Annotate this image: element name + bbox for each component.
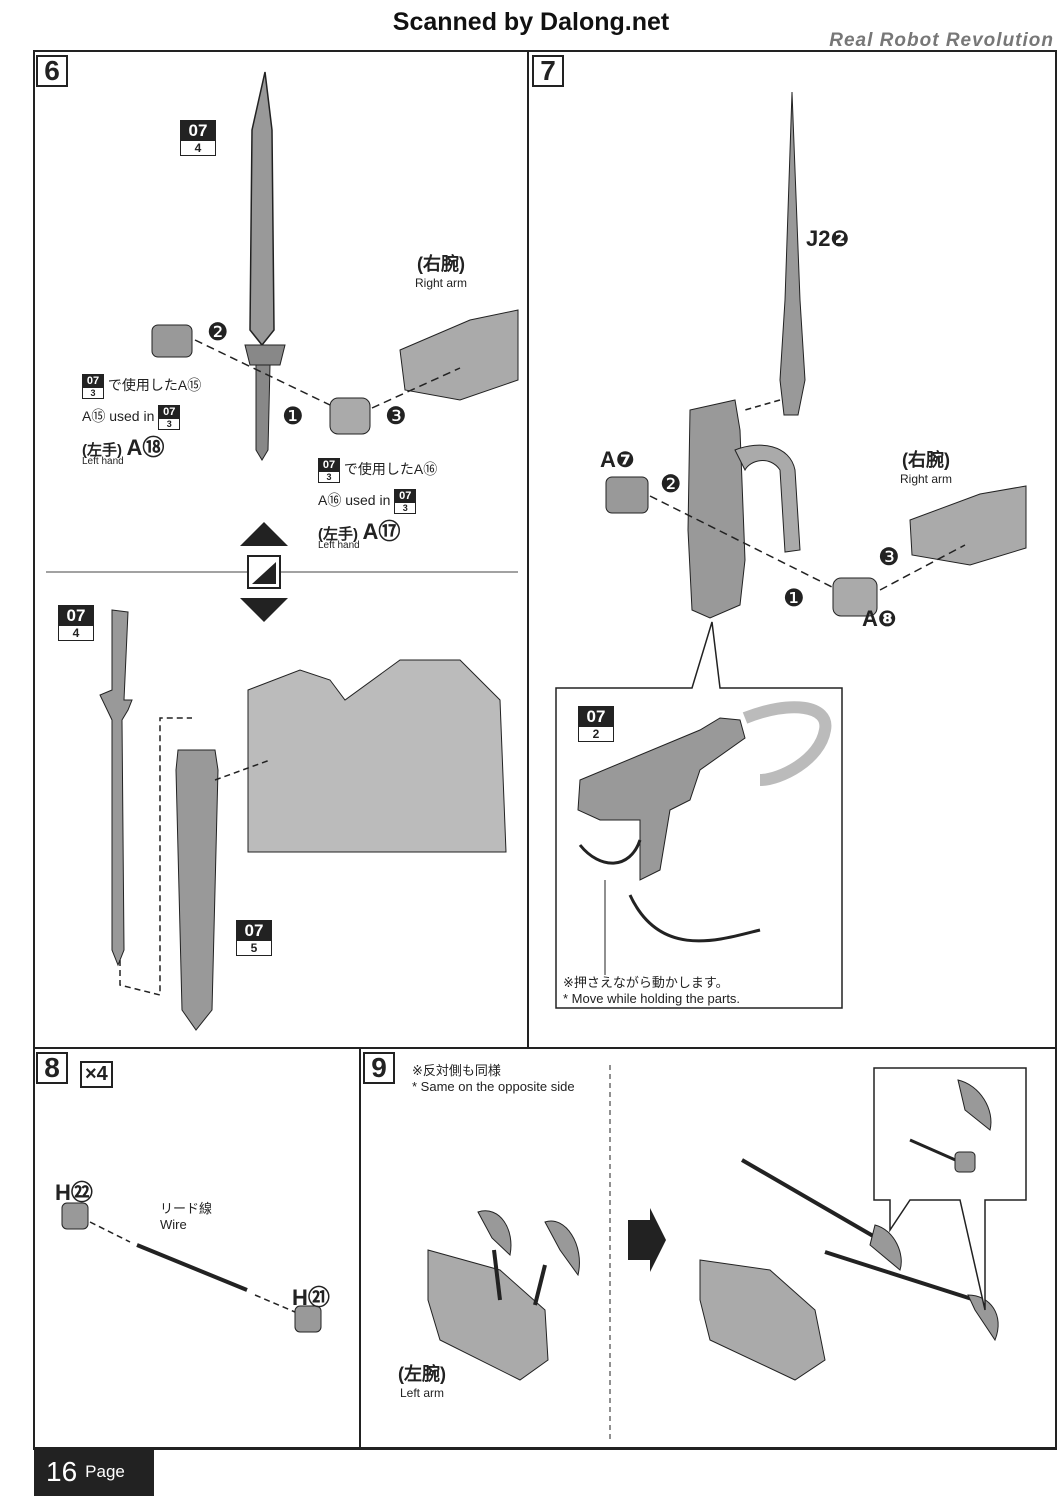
- reuse-note-jp: で使用したA⑮: [107, 377, 202, 394]
- opposite-side-en: * Same on the opposite side: [412, 1079, 575, 1094]
- left-arm-claws: [427, 1210, 580, 1381]
- left-arm-jp: (左腕): [398, 1364, 446, 1384]
- sword-and-scabbard: [99, 609, 507, 1031]
- part-number: 4: [194, 141, 202, 155]
- left-hand-label-a18: (左手) A⑱ Left hand: [82, 430, 164, 467]
- part-a8-label: A❽: [862, 606, 897, 631]
- reuse-note-jp: で使用したA⑯: [343, 461, 438, 478]
- hand-jp: (左手): [318, 526, 358, 543]
- hand-parts-step6: [151, 309, 519, 435]
- left-hand-part: A⑱: [126, 435, 165, 460]
- right-arm-jp: (右腕): [417, 254, 465, 274]
- page-number: 16: [46, 1456, 78, 1487]
- part-box-07-4-bottom: 07 4: [58, 605, 94, 641]
- opposite-side-note: ※反対側も同様 * Same on the opposite side: [412, 1060, 575, 1094]
- part-h21-label: H㉑: [292, 1285, 330, 1310]
- part-sheet: 07: [237, 921, 271, 941]
- step-9-number: 9: [363, 1052, 395, 1084]
- part-a7-label: A❼: [600, 447, 635, 472]
- order-1: ❶: [783, 585, 805, 612]
- move-note-en: * Move while holding the parts.: [563, 991, 741, 1006]
- part-box-07-2: 07 2: [578, 706, 614, 742]
- wire-en: Wire: [160, 1217, 187, 1232]
- part-box-07-5: 07 5: [236, 920, 272, 956]
- step-7-number: 7: [532, 55, 564, 87]
- left-arm-en: Left arm: [399, 1386, 444, 1400]
- wire-step8: [61, 1202, 322, 1333]
- order-2: ❷: [660, 471, 682, 498]
- rotate-view-icon: [240, 522, 288, 622]
- wire-jp: リード線: [160, 1201, 213, 1216]
- reuse-note-en: A⑮ used in: [82, 408, 155, 425]
- step-6-number: 6: [36, 55, 68, 87]
- left-arm-label: (左腕) Left arm: [398, 1360, 446, 1400]
- left-hand-en: Left hand: [82, 456, 124, 467]
- hand-en: Left hand: [318, 540, 360, 551]
- right-arm-label-step7: (右腕) Right arm: [900, 446, 952, 486]
- gun-handle-illustration: [687, 399, 801, 619]
- wire-end-detail: [909, 1079, 992, 1173]
- order-2: ❷: [207, 319, 229, 346]
- order-1: ❶: [282, 403, 304, 430]
- part-number: 4: [72, 626, 80, 640]
- reuse-note-en: A⑯ used in: [318, 492, 391, 509]
- left-hand-label-a17: (左手) A⑰ Left hand: [318, 514, 400, 551]
- part-sheet: 07: [59, 606, 93, 626]
- part-number: 2: [592, 727, 600, 741]
- long-blade-j2: [779, 91, 806, 416]
- wire-label: リード線 Wire: [160, 1198, 212, 1232]
- left-arm-wires: [699, 1158, 999, 1381]
- right-arm-en: Right arm: [900, 472, 953, 486]
- part-number: 5: [250, 941, 258, 955]
- right-arm-en: Right arm: [415, 276, 468, 290]
- series-title: Real Robot Revolution: [829, 30, 1054, 51]
- order-3: ❸: [878, 544, 900, 571]
- part-h22-label: H㉒: [55, 1180, 93, 1205]
- right-arm-jp: (右腕): [902, 450, 950, 470]
- order-3: ❸: [385, 403, 407, 430]
- move-note-jp: ※押さえながら動かします。: [563, 975, 729, 990]
- right-arm-label: (右腕) Right arm: [415, 250, 467, 290]
- part-sheet: 07: [579, 707, 613, 727]
- sword-illustration: [244, 71, 286, 461]
- opposite-side-jp: ※反対側も同様: [412, 1063, 501, 1078]
- part-box-07-4-top: 07 4: [180, 120, 216, 156]
- step-8-number: 8: [36, 1052, 68, 1084]
- move-note: ※押さえながら動かします。 * Move while holding the p…: [563, 972, 740, 1006]
- scan-credit: Scanned by Dalong.net: [392, 8, 670, 36]
- blade-part-label: J2❷: [806, 226, 850, 251]
- left-hand-jp: (左手): [82, 442, 122, 459]
- hand-parts-step7: [605, 476, 1027, 617]
- part-sheet: 07: [181, 121, 215, 141]
- multiplier-badge: ×4: [80, 1061, 113, 1088]
- page-label: Page: [85, 1462, 125, 1481]
- gun-detail-illustration: [577, 701, 832, 943]
- hand-part: A⑰: [362, 519, 401, 544]
- page-number-bar: 16 Page: [34, 1448, 154, 1496]
